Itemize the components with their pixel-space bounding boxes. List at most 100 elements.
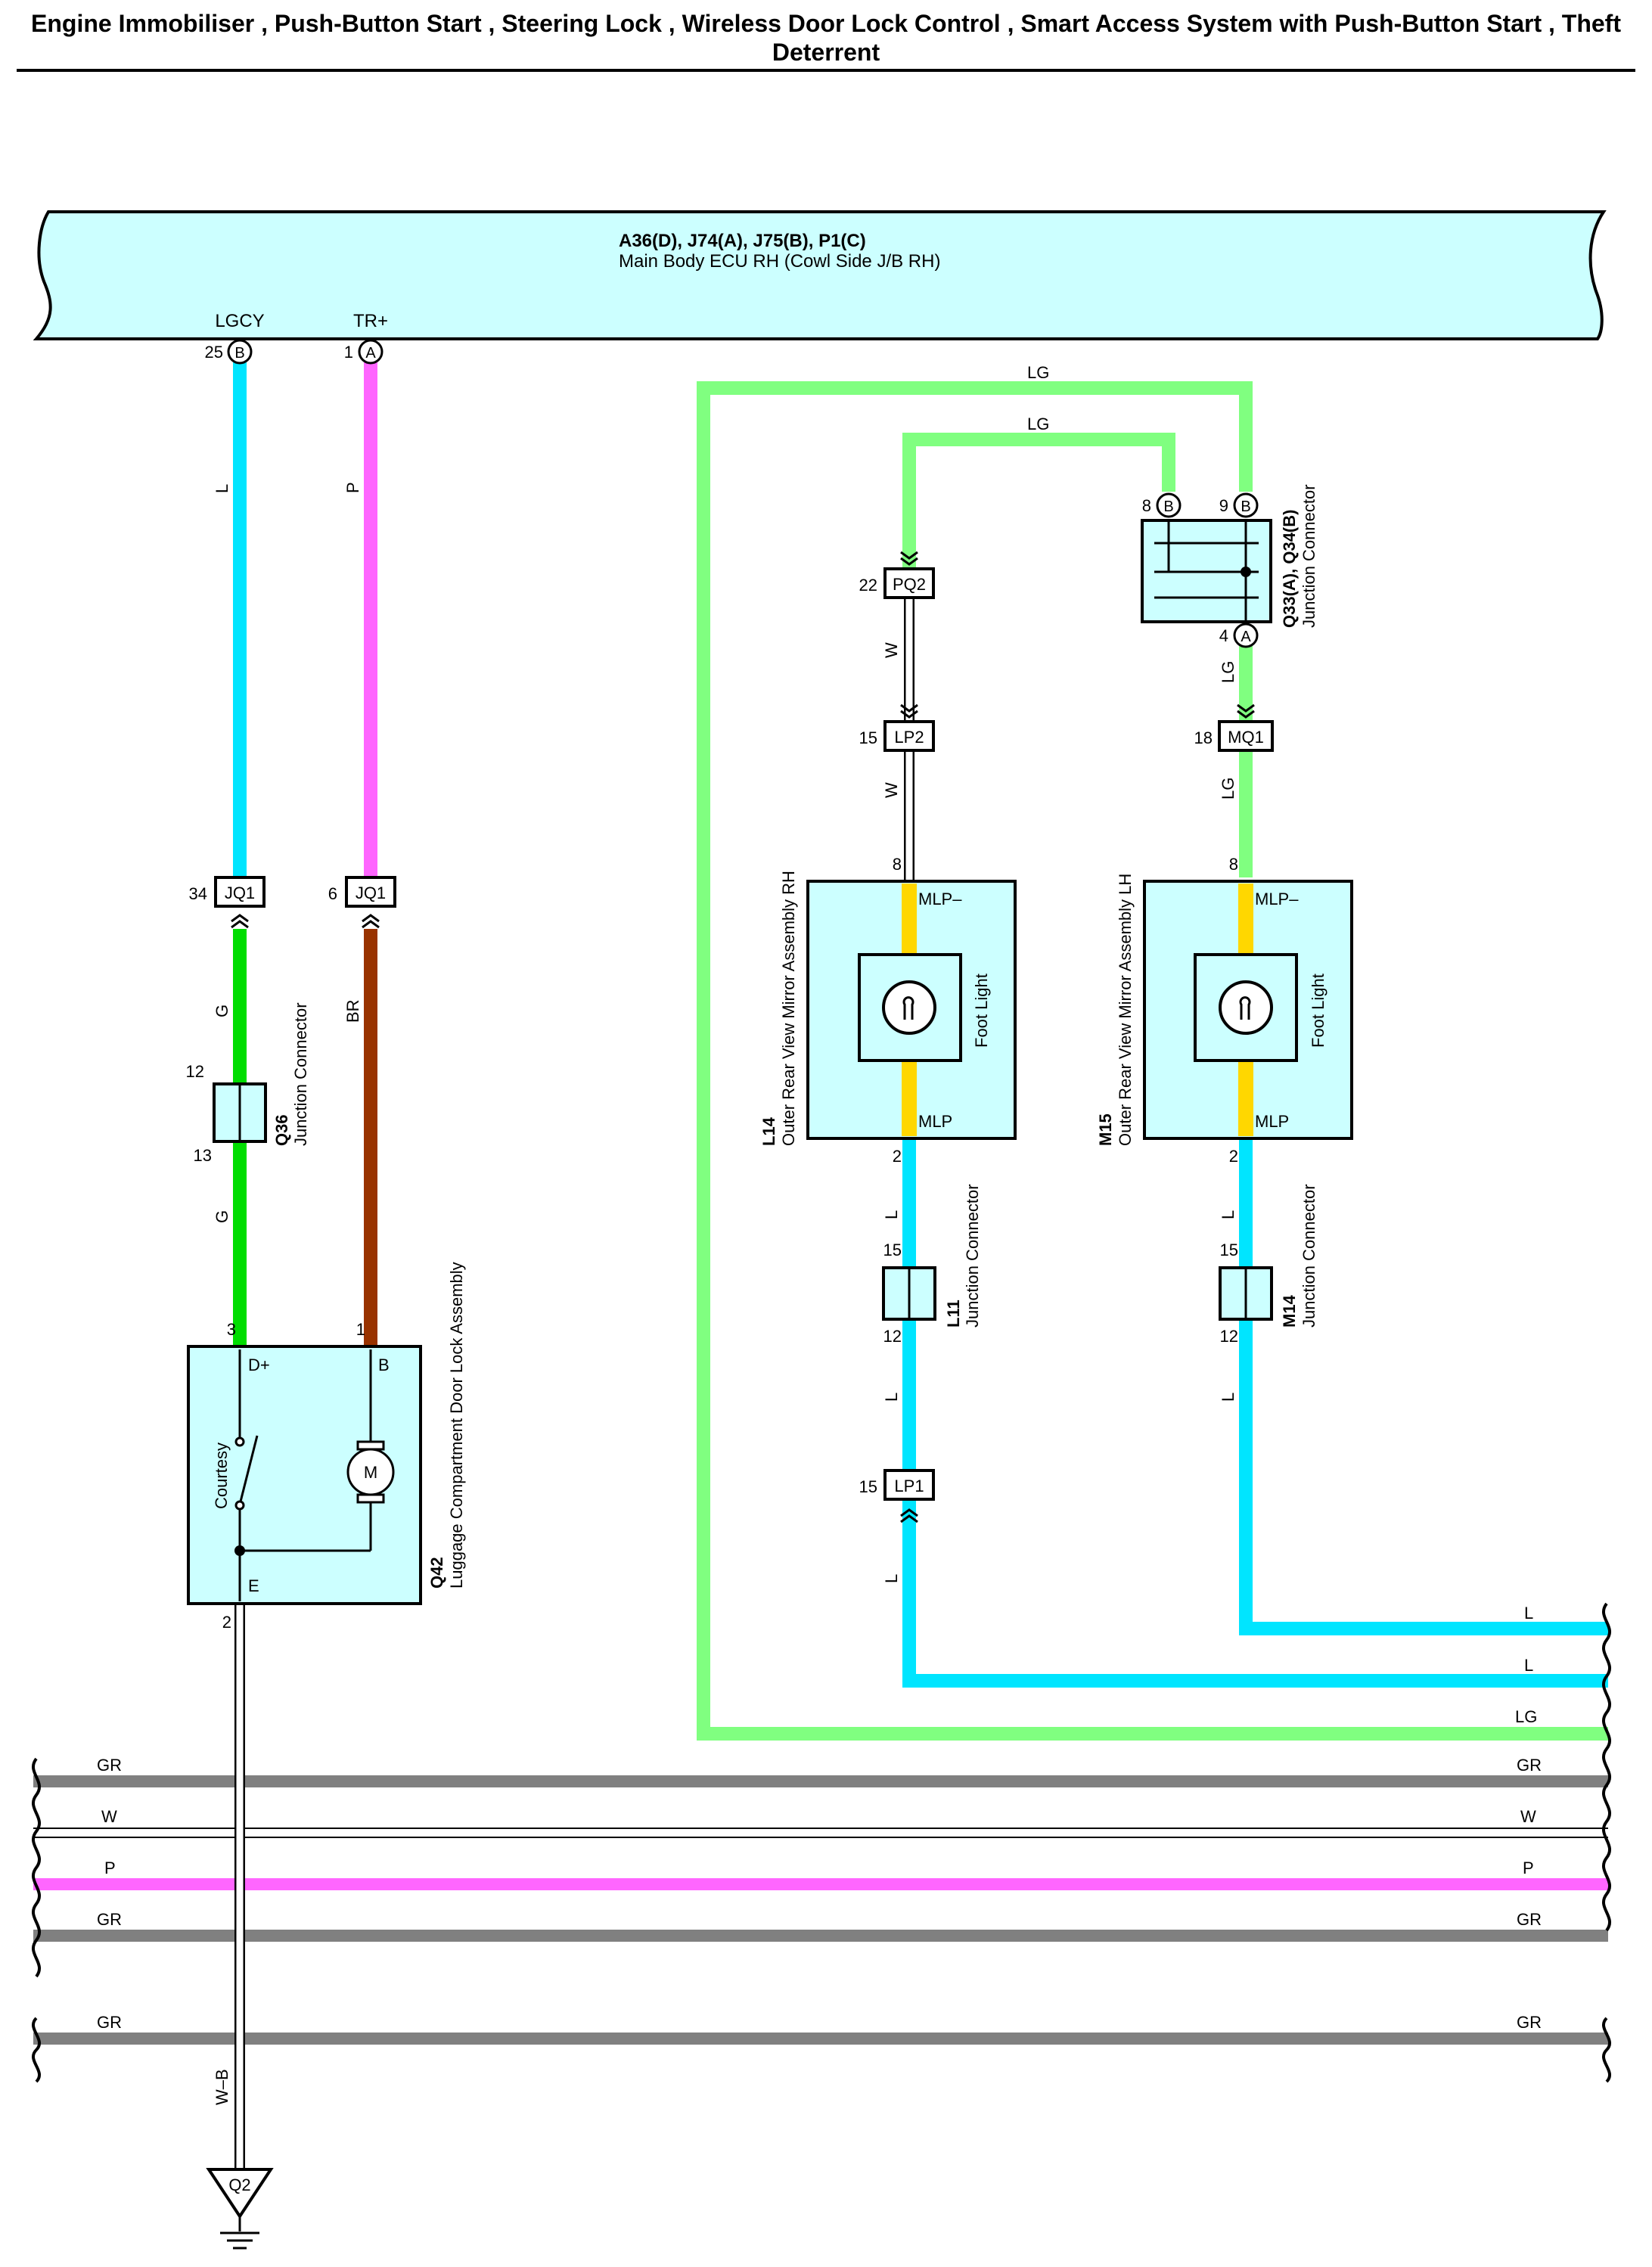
label-right-l2: L bbox=[1524, 1656, 1533, 1675]
q42-pin-b: 1 bbox=[356, 1320, 365, 1339]
page-title: Engine Immobiliser , Push-Button Start ,… bbox=[31, 10, 1621, 66]
ecu-pin-lgcy-num: 25 bbox=[205, 343, 223, 362]
l14-lamp: Foot Light bbox=[972, 974, 991, 1048]
q33-name: Junction Connector bbox=[1300, 484, 1318, 628]
inline-connector-mq1: MQ1 18 bbox=[1194, 703, 1274, 752]
svg-text:B: B bbox=[1163, 498, 1173, 515]
m14-code: M14 bbox=[1280, 1294, 1299, 1328]
m14-name: Junction Connector bbox=[1300, 1184, 1318, 1328]
m15-term-bot: MLP bbox=[1255, 1112, 1289, 1131]
break-marks bbox=[31, 1602, 1612, 2083]
wire-l-l14 bbox=[902, 1138, 1608, 1688]
q33-pin-9: B 9 bbox=[1219, 492, 1259, 518]
courtesy-switch-icon bbox=[234, 1349, 259, 1601]
svg-text:B: B bbox=[1241, 498, 1250, 515]
mirror-assembly-lh-m15: MLP– MLP Foot Light 8 2 M15 Outer Rear V… bbox=[1096, 855, 1353, 1166]
label-l-top: L bbox=[213, 484, 231, 493]
inline-connector-pq2: PQ2 22 bbox=[859, 551, 935, 599]
label-l-m14-b: L bbox=[1219, 1393, 1237, 1402]
inline-connector-lp1: LP1 15 bbox=[859, 1469, 935, 1523]
label-g-upper: G bbox=[213, 1005, 231, 1017]
ecu-pin-tr-conn: A bbox=[365, 345, 376, 362]
q42-code: Q42 bbox=[427, 1557, 446, 1588]
pq2-num: 22 bbox=[859, 576, 877, 595]
bus-label-right-2: W bbox=[1520, 1807, 1536, 1826]
label-l-l14-b: L bbox=[882, 1393, 901, 1402]
q42-term-e: E bbox=[248, 1576, 259, 1595]
ecu-name: Main Body ECU RH (Cowl Side J/B RH) bbox=[619, 251, 940, 272]
jq1-r-name: JQ1 bbox=[356, 884, 386, 902]
ground-icon bbox=[220, 2216, 259, 2250]
pq2-name: PQ2 bbox=[893, 575, 926, 594]
door-lock-assembly-q42: 3 1 2 D+ B E Courtesy M Q42 Luggage Comp… bbox=[187, 1262, 466, 1632]
q36-name: Junction Connector bbox=[291, 1002, 310, 1146]
inline-connector-jq1-r: JQ1 6 bbox=[328, 876, 396, 929]
jq1-l-name: JQ1 bbox=[225, 884, 255, 902]
label-br: BR bbox=[343, 999, 362, 1023]
l14-pin-bot: 2 bbox=[893, 1147, 902, 1166]
label-l-l14-a: L bbox=[882, 1210, 901, 1219]
ground-name: Q2 bbox=[228, 2175, 250, 2194]
mq1-name: MQ1 bbox=[1228, 728, 1264, 747]
label-l-l14-c: L bbox=[882, 1574, 901, 1583]
ecu-pin-tr-num: 1 bbox=[344, 343, 353, 362]
bus-label-left-5: GR bbox=[97, 2013, 122, 2032]
svg-text:9: 9 bbox=[1219, 496, 1228, 515]
q33-pin-4: A 4 bbox=[1219, 623, 1259, 648]
label-right-lg: LG bbox=[1515, 1707, 1537, 1726]
l14-term-bot: MLP bbox=[918, 1112, 952, 1131]
m15-pin-top: 8 bbox=[1229, 855, 1238, 874]
q42-switch: Courtesy bbox=[212, 1442, 231, 1509]
l11-pin-bot: 12 bbox=[883, 1327, 902, 1346]
mirror-assembly-rh-l14: MLP– MLP Foot Light 8 2 L14 Outer Rear V… bbox=[759, 855, 1017, 1166]
label-g-lower: G bbox=[213, 1210, 231, 1223]
m15-pin-bot: 2 bbox=[1229, 1147, 1238, 1166]
jq1-r-num: 6 bbox=[328, 884, 337, 903]
junction-q33-q34: B 8 B 9 A 4 Q33(A), Q34(B) Junction Conn… bbox=[1141, 484, 1318, 648]
foot-light-rh-icon bbox=[882, 980, 936, 1035]
lp1-name: LP1 bbox=[894, 1477, 924, 1495]
ecu-codes: A36(D), J74(A), J75(B), P1(C) bbox=[619, 231, 866, 251]
label-w-upper: W bbox=[882, 642, 901, 658]
label-right-l1: L bbox=[1524, 1604, 1533, 1623]
ecu-pin-lgcy: B 25 LGCY bbox=[205, 311, 265, 365]
bus-label-right-5: GR bbox=[1517, 2013, 1542, 2032]
ground-q2: Q2 bbox=[206, 2168, 274, 2250]
l11-code: L11 bbox=[944, 1300, 963, 1328]
jq1-l-num: 34 bbox=[189, 884, 207, 903]
label-w-lower: W bbox=[882, 782, 901, 798]
svg-text:4: 4 bbox=[1219, 626, 1228, 645]
junction-q36: 12 13 Q36 Junction Connector bbox=[186, 1002, 310, 1165]
motor-icon bbox=[240, 1349, 395, 1552]
bus-label-right-4: GR bbox=[1517, 1910, 1542, 1929]
bus-wires: GR GR W W P P GR GR GR GR bbox=[33, 1756, 1608, 2057]
q42-pin-dplus: 3 bbox=[227, 1320, 236, 1339]
inline-connector-lp2: LP2 15 bbox=[859, 703, 935, 752]
l14-pin-top: 8 bbox=[893, 855, 902, 874]
m15-name: Outer Rear View Mirror Assembly LH bbox=[1116, 874, 1135, 1146]
junction-m14: 15 12 M14 Junction Connector bbox=[1219, 1184, 1318, 1346]
q36-pin-top: 12 bbox=[186, 1062, 204, 1081]
l14-name: Outer Rear View Mirror Assembly RH bbox=[779, 871, 798, 1146]
ecu-pin-lgcy-conn: B bbox=[234, 345, 244, 362]
ecu-pin-tr-signal: TR+ bbox=[353, 311, 388, 331]
junction-l11: 15 12 L11 Junction Connector bbox=[882, 1184, 982, 1346]
q33-code: Q33(A), Q34(B) bbox=[1280, 510, 1299, 628]
ecu-pin-tr: A 1 TR+ bbox=[344, 311, 388, 365]
q42-pin-e: 2 bbox=[222, 1613, 231, 1632]
wire-lg-outer bbox=[697, 381, 1608, 1741]
m15-term-top: MLP– bbox=[1255, 890, 1299, 908]
bus-label-left-1: GR bbox=[97, 1756, 122, 1775]
l11-pin-top: 15 bbox=[883, 1241, 902, 1259]
bus-label-right-3: P bbox=[1523, 1859, 1534, 1877]
lp2-num: 15 bbox=[859, 728, 877, 747]
label-p-top: P bbox=[343, 482, 362, 493]
main-body-ecu: A36(D), J74(A), J75(B), P1(C) Main Body … bbox=[33, 210, 1607, 340]
m15-lamp: Foot Light bbox=[1309, 974, 1328, 1048]
q42-motor: M bbox=[364, 1463, 377, 1482]
q36-pin-bot: 13 bbox=[194, 1146, 212, 1165]
q42-term-dplus: D+ bbox=[248, 1356, 270, 1374]
mq1-num: 18 bbox=[1194, 728, 1213, 747]
q33-pin-8: B 8 bbox=[1142, 492, 1182, 518]
